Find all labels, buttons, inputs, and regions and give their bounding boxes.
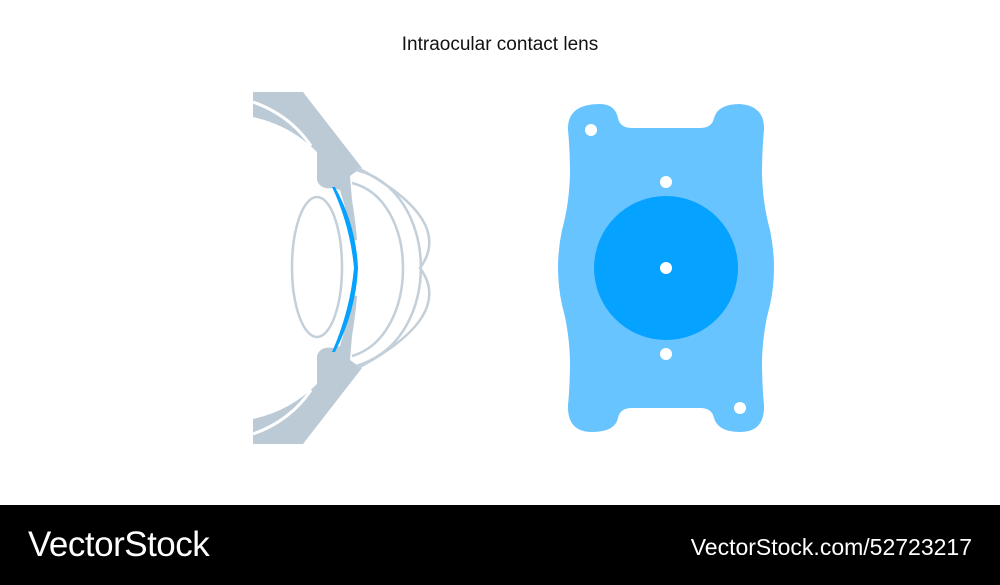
- cornea-outer: [357, 166, 431, 370]
- brand-logo: VectorStock: [28, 525, 210, 564]
- natural-lens: [290, 195, 344, 339]
- positioning-hole: [734, 402, 746, 414]
- icl-implant: [558, 104, 774, 432]
- upper-sclera-iris: [252, 92, 362, 240]
- positioning-hole: [660, 176, 672, 188]
- illustration: [252, 92, 774, 444]
- diagram-title: Intraocular contact lens: [401, 34, 599, 55]
- watermark-footer: VectorStock VectorStock.com/52723217: [0, 505, 1000, 585]
- central-port: [660, 262, 672, 274]
- implanted-contact-lens: [332, 187, 358, 352]
- positioning-hole: [660, 348, 672, 360]
- cornea-outer-arc: [355, 168, 423, 368]
- image-id: VectorStock.com/52723217: [690, 534, 972, 560]
- eye-cross-section: [252, 92, 431, 444]
- positioning-hole: [585, 124, 597, 136]
- cornea-inner-arc: [351, 181, 405, 358]
